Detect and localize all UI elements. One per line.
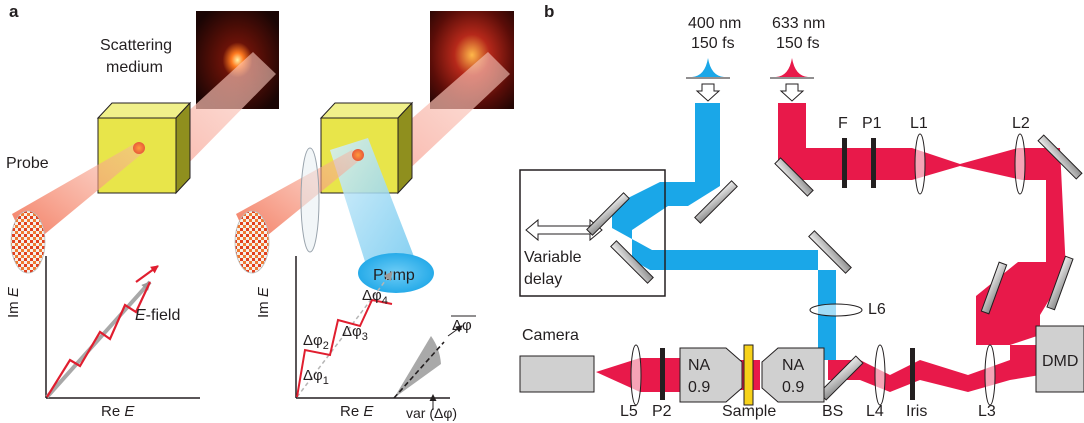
lens-L1 <box>914 133 926 195</box>
mean-phase-pointer <box>447 325 463 337</box>
blue-wavelength: 400 nm <box>688 15 741 32</box>
phase-step-2: Δφ2 <box>303 332 329 352</box>
dmd <box>1035 325 1084 393</box>
camera-label: Camera <box>522 327 579 344</box>
variable-delay-label-2: delay <box>524 271 562 288</box>
lens-L4 <box>874 344 886 406</box>
panel-b: b 400 nm 150 fs 633 nm 150 fs Variable d… <box>519 2 1084 420</box>
lens-L3 <box>984 344 996 406</box>
polarizer-P1 <box>871 138 876 188</box>
iris <box>910 348 915 400</box>
y-axis-label-left: Im E <box>5 286 22 318</box>
objective-left: NA 0.9 <box>679 347 743 403</box>
svg-text:0.9: 0.9 <box>688 379 710 396</box>
label-L2: L2 <box>1012 115 1030 132</box>
label-Sample: Sample <box>722 403 776 420</box>
field-label: E-field <box>135 307 180 324</box>
svg-text:0.9: 0.9 <box>782 379 804 396</box>
panel-a-label: a <box>9 2 19 21</box>
probe-label: Probe <box>6 155 49 172</box>
camera <box>519 355 595 393</box>
phase-step-3: Δφ3 <box>342 323 368 343</box>
pump-beam-end <box>358 253 434 293</box>
phase-step-1: Δφ1 <box>303 367 329 387</box>
label-L4: L4 <box>866 403 884 420</box>
delay-double-arrow-icon <box>525 218 603 242</box>
probe-spot-right <box>352 149 364 161</box>
lens-L6 <box>809 303 863 317</box>
lens-L5 <box>630 344 642 406</box>
scattering-medium-label-1: Scattering <box>100 37 172 54</box>
resultant-field-arrow-dashed <box>296 271 393 398</box>
probe-wavefront-left <box>10 210 46 274</box>
label-BS: BS <box>822 403 843 420</box>
x-axis-label-right: Re E <box>340 403 374 420</box>
y-axis-label-right: Im E <box>255 286 272 318</box>
blue-pulse-icon <box>692 58 724 77</box>
field-last-arrow <box>135 265 159 283</box>
phase-variance-wedge <box>394 336 441 398</box>
label-L3: L3 <box>978 403 996 420</box>
pump-beam <box>330 138 420 284</box>
probe-beam-right <box>236 150 360 248</box>
resultant-field-arrow <box>45 280 152 399</box>
svg-text:NA: NA <box>688 357 711 374</box>
mean-phase-line <box>393 341 445 399</box>
probe-wavefront-right <box>234 210 270 274</box>
pump-label: Pump <box>373 267 415 284</box>
dmd-label: DMD <box>1042 353 1078 370</box>
mirrors <box>586 134 1083 315</box>
label-F: F <box>838 115 848 132</box>
variance-label: var (Δφ) <box>406 405 457 421</box>
label-P2: P2 <box>652 403 672 420</box>
scattering-medium-label-2: medium <box>106 59 163 76</box>
panel-a: a Scattering medium Probe Pump <box>5 2 514 421</box>
filter-F <box>842 138 847 188</box>
blue-duration: 150 fs <box>691 35 735 52</box>
probe-spot-left <box>133 142 145 154</box>
x-axis-label-left: Re E <box>101 403 135 420</box>
variable-delay-box <box>519 169 666 297</box>
red-input-arrow-icon <box>779 83 805 102</box>
mean-phase-label: Δφ <box>452 317 472 334</box>
red-wavelength: 633 nm <box>772 15 825 32</box>
polarizer-P2 <box>660 348 665 400</box>
field-contributions <box>46 281 151 398</box>
variable-delay-label-1: Variable <box>524 249 582 266</box>
red-pulse-icon <box>776 58 808 77</box>
label-Iris: Iris <box>906 403 927 420</box>
red-duration: 150 fs <box>776 35 820 52</box>
label-P1: P1 <box>862 115 882 132</box>
svg-text:NA: NA <box>782 357 805 374</box>
phasor-plot-right: Im E Re E Δφ1 Δφ2 Δφ3 Δφ4 Δφ var (Δφ) <box>255 256 476 421</box>
label-L5: L5 <box>620 403 638 420</box>
sample-slide <box>743 344 754 406</box>
probe-beam-left <box>12 144 144 248</box>
phase-step-4: Δφ4 <box>362 287 388 307</box>
lens-L2 <box>1014 133 1026 195</box>
label-L1: L1 <box>910 115 928 132</box>
objective-right: NA 0.9 <box>761 347 825 403</box>
blue-input-arrow-icon <box>695 83 721 102</box>
phasor-plot-left: Im E Re E E-field <box>5 256 200 420</box>
pump-wavefront-disk <box>300 147 320 253</box>
phase-step-arrows <box>296 298 393 398</box>
label-L6: L6 <box>868 301 886 318</box>
panel-b-label: b <box>544 2 554 21</box>
